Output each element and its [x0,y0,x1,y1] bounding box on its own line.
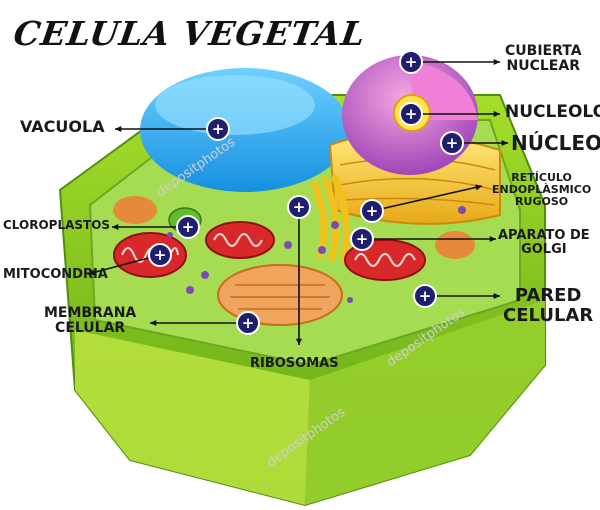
arrowhead-cloroplastos [112,223,119,231]
marker-nucleolo[interactable]: + [399,102,423,126]
cell-wall-front [75,330,310,505]
arrowhead-pared-celular [493,292,500,300]
label-pared-celular: PARED CELULAR [503,285,594,326]
marker-symbol: + [182,218,195,236]
label-cubierta-nuclear: CUBIERTA NUCLEAR [505,43,582,75]
cell-wall-right-face [305,300,545,505]
label-cloroplastos: CLOROPLASTOS [3,218,111,232]
chloroplast-1 [113,196,157,224]
label-reticulo: RETÍCULO ENDOPLÀSMICO RUGOSO [492,171,592,209]
marker-mitocondria[interactable]: + [148,243,172,267]
marker-cloroplastos[interactable]: + [176,215,200,239]
arrowhead-vacuola [115,125,122,133]
label-markers: + + + + + + + + + + + [148,50,464,335]
marker-symbol: + [446,134,459,152]
arrow-mitocondria [87,254,161,275]
marker-aparato-golgi[interactable]: + [350,227,374,251]
arrowhead-cubierta-nuclear [493,58,500,66]
arrowhead-aparato-golgi [489,235,496,243]
central-organelle-ridges [230,284,330,310]
marker-cubierta-nuclear[interactable]: + [399,50,423,74]
leader-arrows [87,58,508,345]
arrowhead-ribosomas [295,338,303,345]
marker-membrana-celular[interactable]: + [236,311,260,335]
arrowhead-membrana-celular [150,319,157,327]
label-membrana-celular: MEMBRANA CELULAR [44,305,137,337]
marker-symbol: + [405,53,418,71]
label-nucleolo: NUCLEOLO [505,102,600,122]
marker-symbol: + [154,246,167,264]
mitochondrion-2 [205,221,275,259]
arrowhead-reticulo [475,184,482,191]
ribosomes [167,206,466,303]
marker-symbol: + [405,105,418,123]
marker-symbol: + [293,198,306,216]
arrow-reticulo [371,185,483,212]
arrowhead-nucleolo [493,110,500,118]
diagram-title: CELULA VEGETAL [11,14,369,53]
label-mitocondria: MITOCONDRIA [3,267,108,282]
label-nucleo: NÚCLEO [511,131,600,155]
marker-ribosomas[interactable]: + [287,195,311,219]
marker-symbol: + [212,120,225,138]
vacuole-highlight [155,75,315,135]
marker-reticulo[interactable]: + [360,199,384,223]
marker-symbol: + [366,202,379,220]
arrowhead-mitocondria [88,269,95,276]
marker-symbol: + [419,287,432,305]
marker-nucleo[interactable]: + [440,131,464,155]
mitochondrion-2-cristae [213,233,263,247]
label-vacuola: VACUOLA [20,117,105,136]
mitochondrion-3-cristae [354,253,416,267]
central-organelle [217,264,343,326]
arrowhead-nucleo [501,139,508,147]
marker-pared-celular[interactable]: + [413,284,437,308]
marker-symbol: + [242,314,255,332]
label-aparato-golgi: APARATO DE GOLGI [498,228,590,258]
marker-symbol: + [356,230,369,248]
chloroplast-3 [435,231,475,259]
label-ribosomas: RIBOSOMAS [250,356,339,371]
marker-vacuola[interactable]: + [206,117,230,141]
